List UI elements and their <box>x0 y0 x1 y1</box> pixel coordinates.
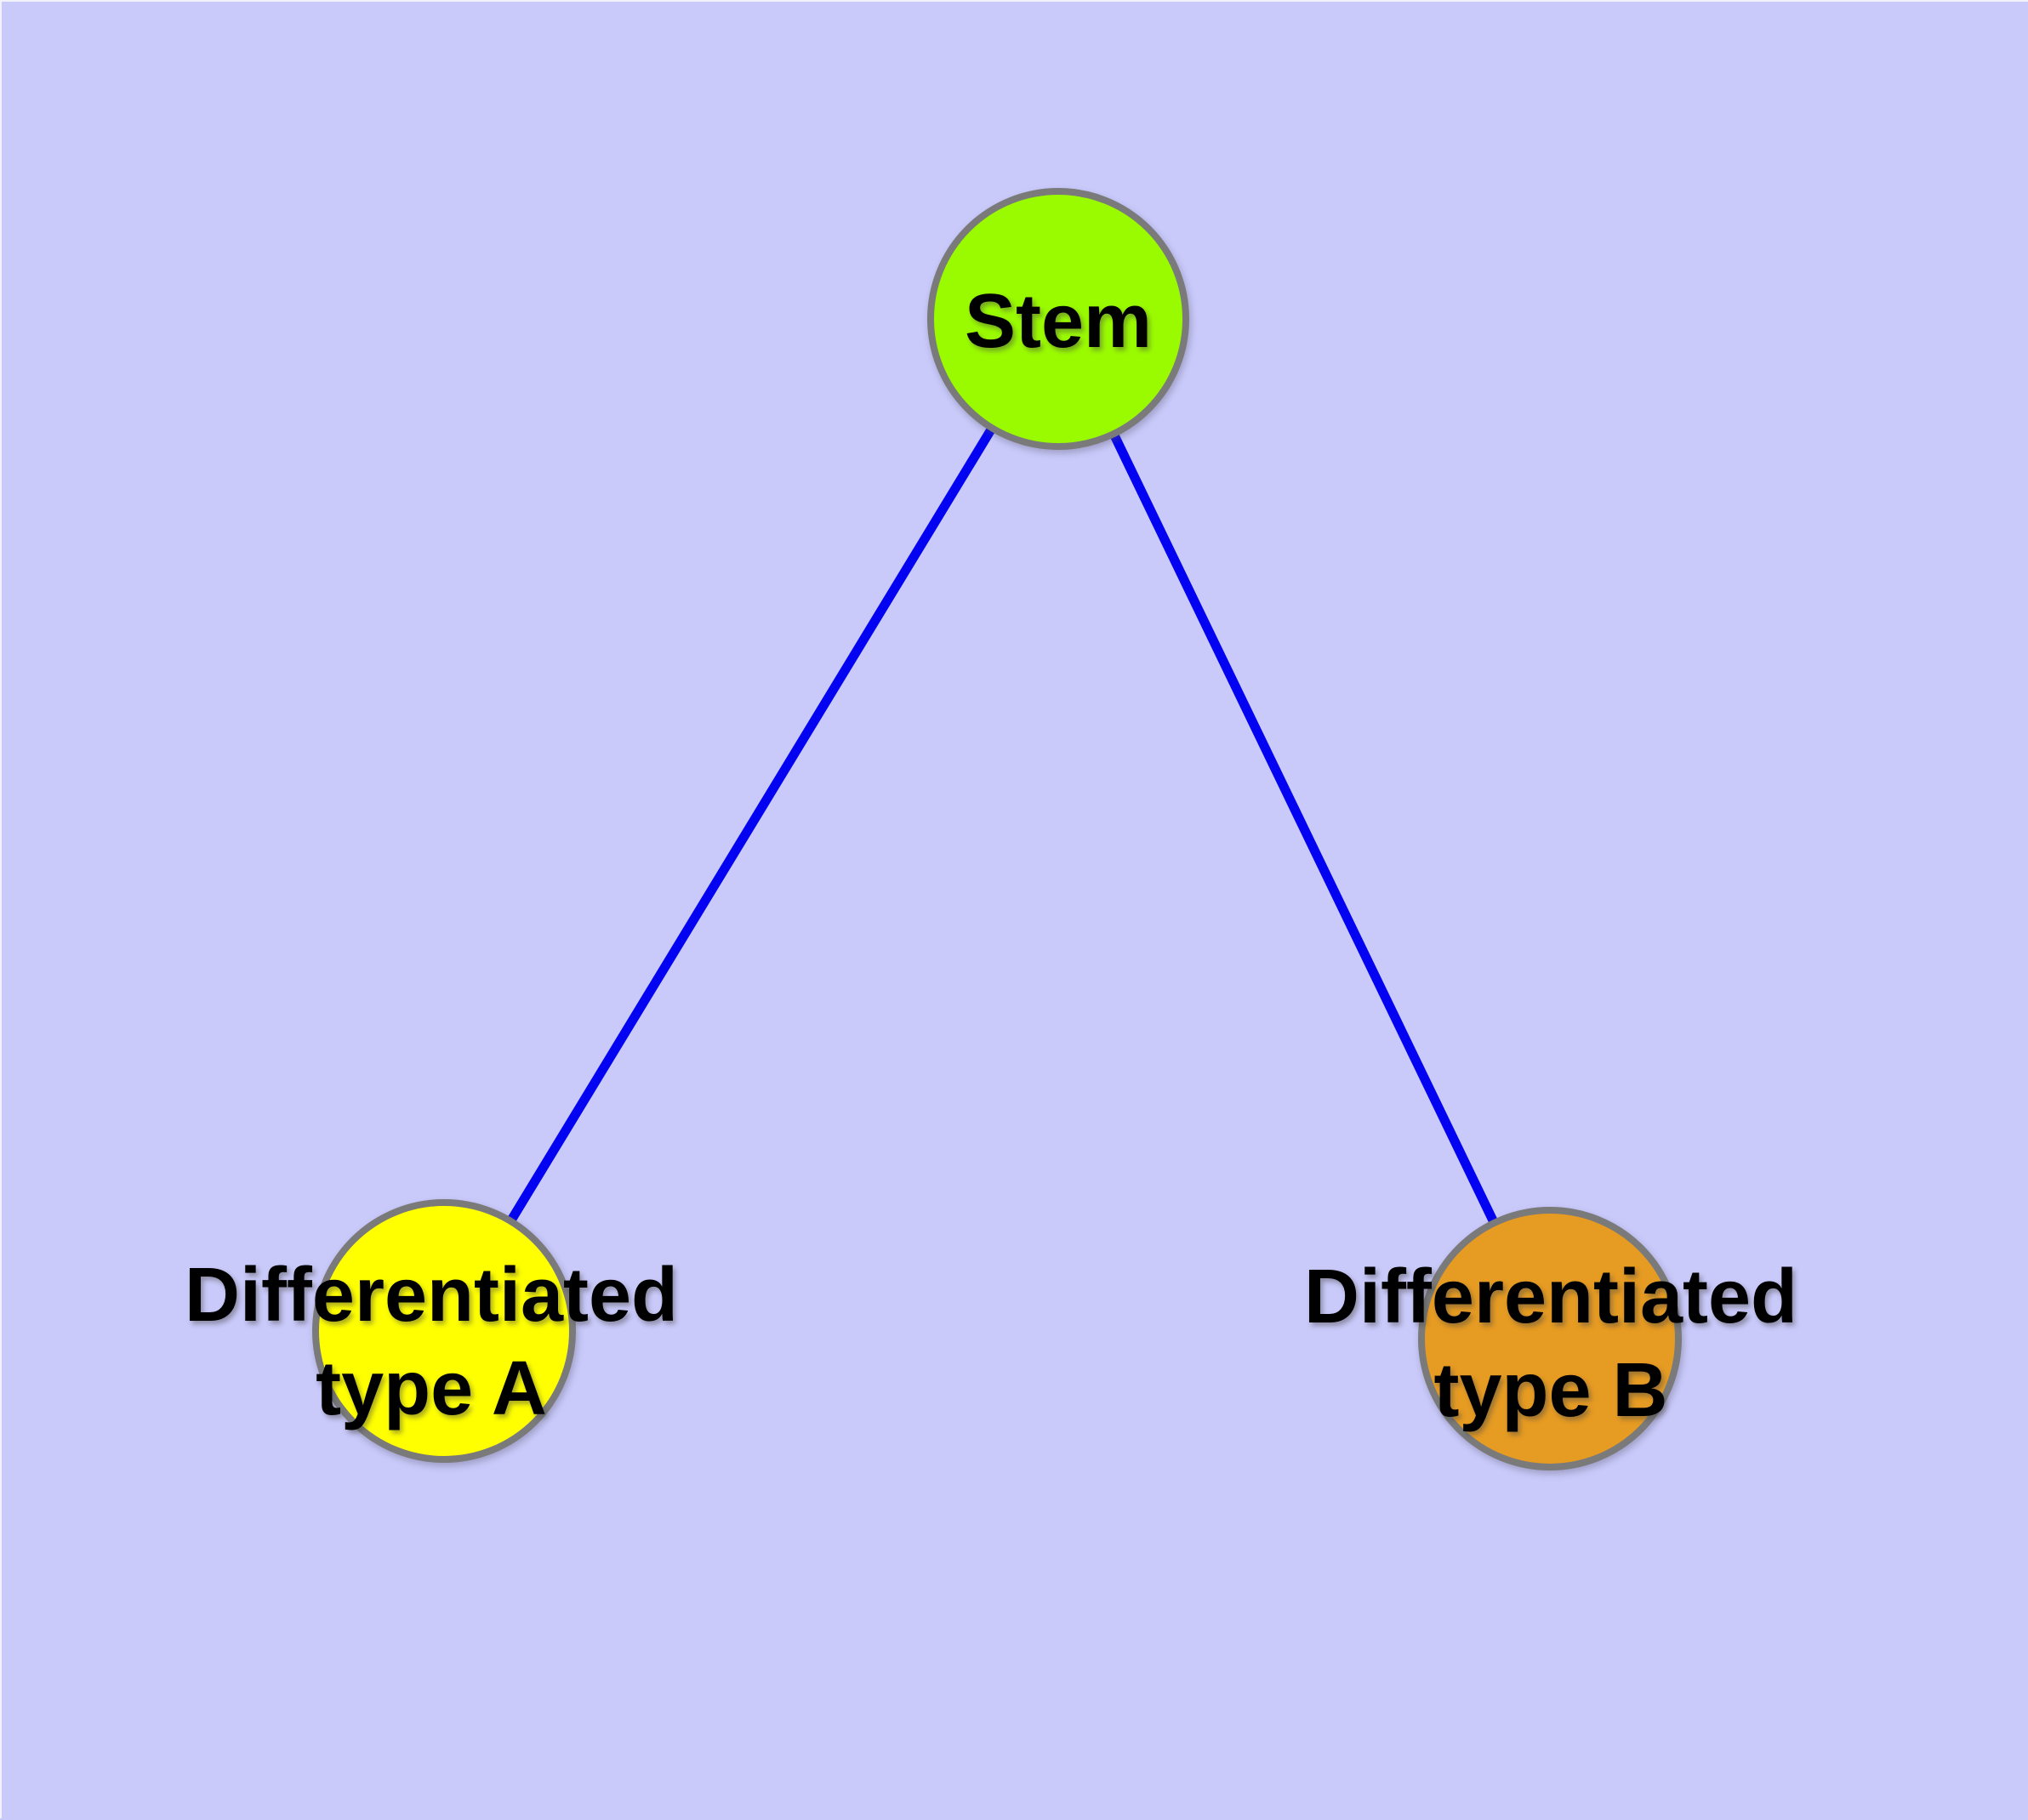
stem-node-label: Stem <box>965 279 1152 364</box>
type-b-label-line2: type B <box>1433 1348 1667 1433</box>
type-a-label-line2: type A <box>316 1346 547 1431</box>
type-a-label-line1: Differentiated <box>185 1253 678 1338</box>
stem-node: Stem <box>931 191 1186 446</box>
type-b-label-line1: Differentiated <box>1304 1254 1797 1339</box>
